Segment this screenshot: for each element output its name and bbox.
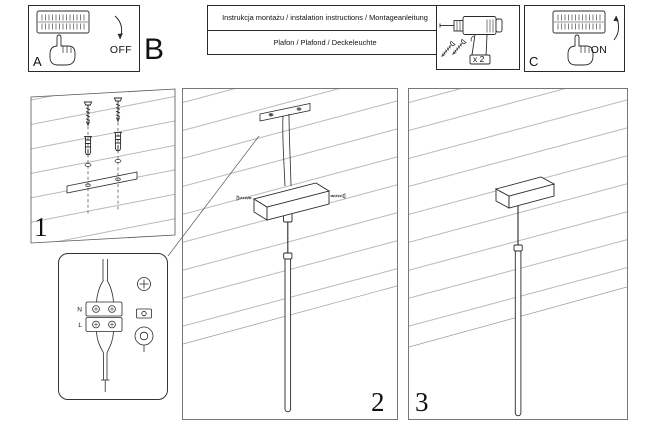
power-off-word: OFF [109,44,133,56]
panel-tools: x 2 [436,5,520,70]
arrow-up-icon [613,15,620,41]
power-off-illustration [36,10,123,66]
terminal-label-neutral: N [77,307,82,314]
step-3-number: 3 [415,387,429,417]
panel-power-off: A OFF [28,5,140,72]
step-2-panel [182,88,398,420]
terminal-label-live: L [78,322,82,329]
ceiling-hole [84,163,92,167]
wiring-detail-illustration: N L [77,259,154,392]
screw-icon [450,38,467,57]
pressing-hand-icon [49,34,76,66]
phillips-screw-icon [137,277,151,291]
step-b-label: B [144,33,165,66]
screw-icon [439,40,456,59]
cable-clamp-icon [134,308,154,352]
step-2-illustration [183,89,397,413]
panel-power-on: C ON [524,5,625,72]
title-line-1: Instrukcja montażu / instalation instruc… [208,6,442,31]
title-line-2: Plafon / Plafond / Deckeleuchte [273,37,377,47]
ceiling-canopy [494,176,556,209]
step-a-label: A [33,54,42,69]
pendant-tube [283,252,293,413]
title-box: Instrukcja montażu / instalation instruc… [207,5,443,55]
drill-icon [439,16,503,65]
step-1-illustration [30,88,176,244]
pendant-tube [513,244,523,417]
arrow-down-icon [114,15,123,40]
step-1-number: 1 [34,212,48,242]
drill-illustration [439,16,503,65]
step-3-illustration [409,89,627,417]
breaker-strip-icon [36,10,90,34]
mains-cable [96,259,114,303]
wiring-detail-inset: N L [58,253,168,400]
ceiling-hole [114,159,122,163]
ceiling-plane [30,88,176,244]
lamp-wires [96,331,114,392]
terminal-block [85,301,123,332]
breaker-strip-icon [552,10,606,34]
supply-wires [282,113,292,187]
step-3-panel [408,88,628,420]
step-1-panel [30,88,176,244]
mounting-bracket [259,103,311,122]
power-on-word: ON [590,44,608,56]
step-2-number: 2 [371,387,385,417]
power-on-illustration [552,10,620,66]
step-c-label: C [529,54,539,69]
screws-quantity: x 2 [473,54,485,64]
